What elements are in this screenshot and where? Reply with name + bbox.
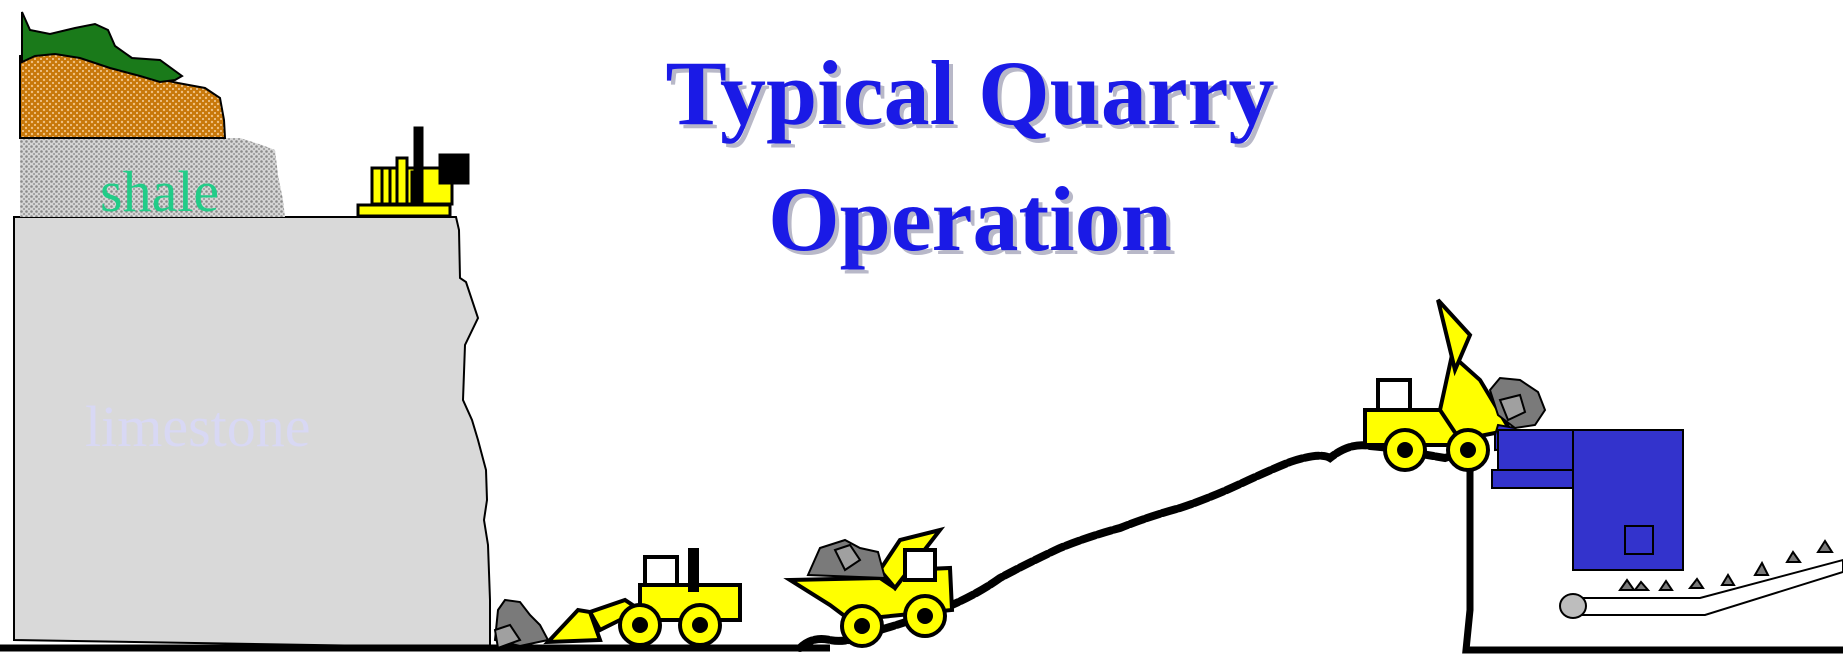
loader-icon: [543, 548, 742, 647]
title-line-1: Typical Quarry: [665, 42, 1275, 144]
drill-rig-icon: [356, 126, 470, 218]
conveyor-icon: [1559, 539, 1843, 619]
vegetation-layer: [21, 11, 184, 84]
shale-layer: [20, 138, 285, 217]
crusher-icon: [1491, 423, 1684, 571]
limestone-label: limestone: [85, 394, 311, 459]
platform-support: [1462, 470, 1843, 654]
haul-truck-icon: [783, 526, 955, 648]
title-line-2: Operation: [768, 168, 1172, 270]
limestone-cliff: [13, 216, 491, 650]
shale-label: shale: [100, 159, 220, 224]
rock-pile-icon: [493, 598, 550, 650]
diagram-title: Typical Quarry Operation: [560, 30, 1380, 282]
dumping-truck-icon: [1363, 298, 1547, 472]
